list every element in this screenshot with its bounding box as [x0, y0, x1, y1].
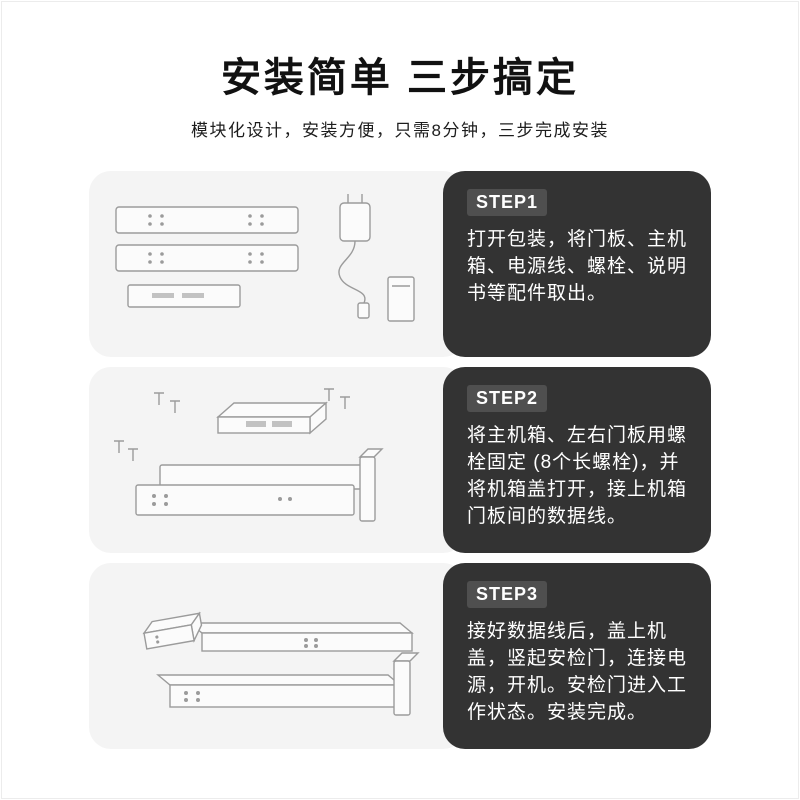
page-title: 安装简单 三步搞定	[220, 56, 580, 100]
manual-booklet-icon	[387, 276, 415, 322]
step1-illustration-panel	[89, 171, 465, 357]
step2-bolt-assembly-icon	[114, 388, 384, 522]
infographic: 安装简单 三步搞定 模块化设计，安装方便，只需8分钟，三步完成安装	[89, 56, 711, 749]
step1-badge: STEP1	[467, 189, 548, 216]
step3-illustration-panel	[89, 563, 465, 749]
step1-description: 打开包装，将门板、主机箱、电源线、螺栓、说明书等配件取出。	[467, 229, 688, 304]
step3-description: 接好数据线后，盖上机盖，竖起安检门，连接电源，开机。安检门进入工作状态。安装完成…	[467, 621, 688, 723]
step2-row: STEP2 将主机箱、左右门板用螺栓固定 (8个长螺栓)，并将机箱盖打开，接上机…	[89, 367, 711, 553]
chassis-box-icon	[142, 611, 203, 650]
step3-row: STEP3 接好数据线后，盖上机盖，竖起安检门，连接电源，开机。安检门进入工作状…	[89, 563, 711, 749]
gate-lower-beam-icon	[156, 674, 402, 708]
step2-illustration-panel	[89, 367, 465, 553]
chassis-box-icon	[127, 284, 241, 308]
steps-list: STEP1 打开包装，将门板、主机箱、电源线、螺栓、说明书等配件取出。	[89, 171, 711, 749]
step1-text-panel: STEP1 打开包装，将门板、主机箱、电源线、螺栓、说明书等配件取出。	[443, 171, 711, 357]
step3-text-panel: STEP3 接好数据线后，盖上机盖，竖起安检门，连接电源，开机。安检门进入工作状…	[443, 563, 711, 749]
step1-unpacked-parts-icon	[115, 194, 415, 322]
gate-foot-icon	[392, 652, 420, 716]
gate-upper-beam-icon	[188, 622, 414, 652]
step3-assembled-gate-icon	[142, 611, 420, 716]
step2-description: 将主机箱、左右门板用螺栓固定 (8个长螺栓)，并将机箱盖打开，接上机箱门板间的数…	[467, 425, 688, 527]
door-panel-icon	[115, 244, 299, 272]
step2-text-panel: STEP2 将主机箱、左右门板用螺栓固定 (8个长螺栓)，并将机箱盖打开，接上机…	[443, 367, 711, 553]
step1-row: STEP1 打开包装，将门板、主机箱、电源线、螺栓、说明书等配件取出。	[89, 171, 711, 357]
step2-badge: STEP2	[467, 385, 548, 412]
power-adapter-icon	[338, 194, 371, 319]
bolt-icon	[114, 388, 350, 461]
page-subtitle: 模块化设计，安装方便，只需8分钟，三步完成安装	[191, 121, 609, 140]
door-panel-icon	[115, 206, 299, 234]
door-panels-3d-icon	[135, 448, 384, 522]
step3-badge: STEP3	[467, 581, 548, 608]
chassis-3d-box-icon	[216, 401, 328, 435]
